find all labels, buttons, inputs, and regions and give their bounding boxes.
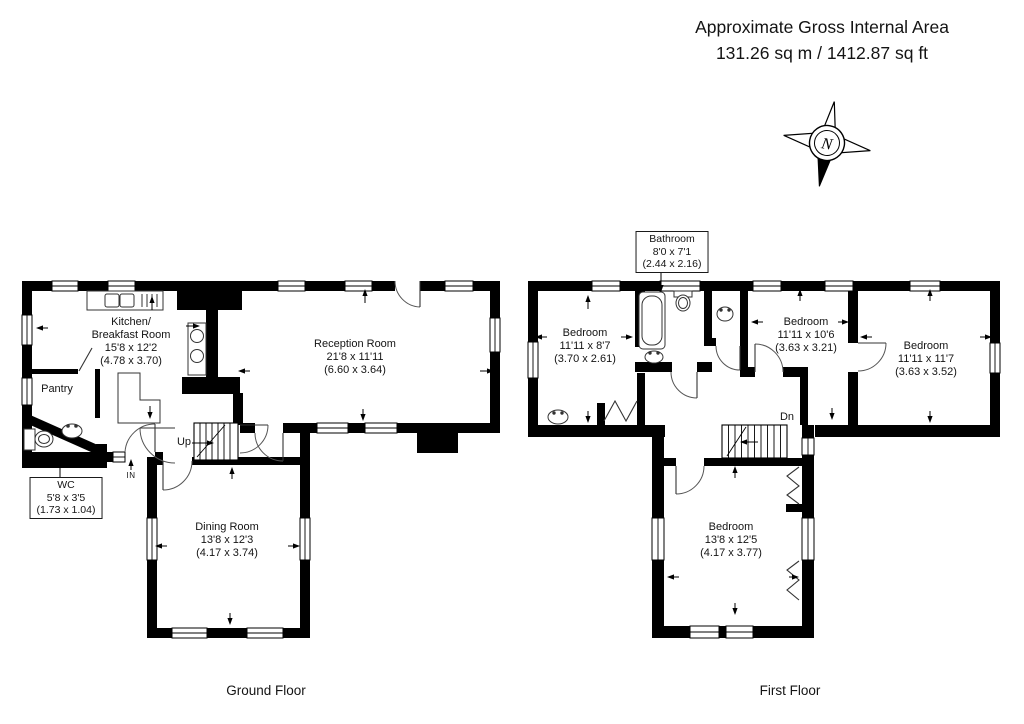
room-dims-imperial: 5'8 x 3'5 — [46, 491, 86, 504]
room-label-reception: Reception Room 21'8 x 11'11 (6.60 x 3.64… — [314, 338, 396, 377]
room-label-kitchen: Kitchen/ Breakfast Room 15'8 x 12'2 (4.7… — [92, 316, 171, 368]
room-name: Bathroom — [649, 233, 695, 245]
room-name: Bedroom — [903, 340, 949, 352]
room-dims-metric: (4.17 x 3.77) — [700, 547, 762, 559]
title-line-1: Approximate Gross Internal Area — [695, 17, 949, 37]
room-name: Reception Room — [314, 338, 396, 350]
door-arcs — [78, 280, 887, 601]
compass-north-letter: N — [819, 135, 835, 154]
room-dims-imperial: 11'11 x 8'7 — [559, 340, 611, 352]
room-dims-metric: (4.78 x 3.70) — [100, 355, 162, 367]
bath-icon — [638, 291, 666, 350]
room-label-pantry: Pantry — [41, 383, 73, 395]
room-name: Bedroom — [562, 327, 608, 339]
room-name: Dining Room — [195, 521, 259, 533]
ground-floor-caption: Ground Floor — [226, 683, 306, 698]
stairs-up-label: Up — [176, 436, 192, 448]
room-label-bedroom-middle: Bedroom 11'11 x 10'6 (3.63 x 3.21) — [775, 316, 837, 355]
room-label-wc-box: WC 5'8 x 3'5 (1.73 x 1.04) — [29, 477, 103, 519]
measurement-arrows — [36, 270, 992, 625]
room-dims-imperial: 15'8 x 12'2 — [104, 342, 158, 354]
walls — [22, 281, 1000, 638]
toilet-icon — [673, 290, 693, 312]
room-dims-imperial: 11'11 x 11'7 — [897, 353, 955, 365]
compass-inner-ring — [814, 130, 840, 156]
room-name: Bedroom — [708, 521, 754, 533]
room-label-dining: Dining Room 13'8 x 12'3 (4.17 x 3.74) — [195, 521, 259, 560]
basin-icon — [547, 409, 569, 425]
room-label-bedroom-right: Bedroom 11'11 x 11'7 (3.63 x 3.52) — [895, 340, 957, 379]
room-dims-metric: (4.17 x 3.74) — [196, 547, 258, 559]
entrance-in-label: IN — [126, 471, 136, 480]
room-name: WC — [57, 479, 75, 491]
windows — [21, 280, 1001, 639]
room-label-bedroom-bottom: Bedroom 13'8 x 12'5 (4.17 x 3.77) — [700, 521, 762, 560]
stove-icon — [187, 322, 207, 376]
room-label-bedroom-left: Bedroom 11'11 x 8'7 (3.70 x 2.61) — [554, 327, 616, 366]
room-label-bathroom-box: Bathroom 8'0 x 7'1 (2.44 x 2.16) — [635, 231, 709, 273]
room-dims-imperial: 21'8 x 11'11 — [326, 351, 384, 363]
toilet-icon — [23, 428, 54, 451]
staircases — [193, 422, 788, 461]
title-line-2: 131.26 sq m / 1412.87 sq ft — [715, 43, 929, 63]
compass-rose: N — [783, 101, 871, 187]
first-floor-caption: First Floor — [759, 683, 821, 698]
room-name: Breakfast Room — [91, 329, 171, 341]
stairs-down-label: Dn — [779, 411, 795, 423]
basin-icon — [716, 306, 734, 322]
room-dims-metric: (3.63 x 3.21) — [775, 342, 837, 354]
room-dims-metric: (1.73 x 1.04) — [36, 504, 96, 516]
room-dims-metric: (3.70 x 2.61) — [554, 353, 616, 365]
room-name: Bedroom — [783, 316, 829, 328]
basin-icon — [61, 423, 83, 439]
room-name: Kitchen/ — [111, 316, 151, 328]
room-dims-imperial: 11'11 x 10'6 — [777, 329, 835, 341]
room-dims-metric: (6.60 x 3.64) — [324, 364, 386, 376]
room-dims-imperial: 8'0 x 7'1 — [652, 245, 692, 258]
room-dims-metric: (2.44 x 2.16) — [642, 258, 702, 270]
stair-bulkhead — [117, 372, 161, 424]
room-dims-imperial: 13'8 x 12'5 — [704, 534, 758, 546]
room-dims-imperial: 13'8 x 12'3 — [200, 534, 254, 546]
basin-icon — [644, 350, 664, 364]
room-dims-metric: (3.63 x 3.52) — [895, 366, 957, 378]
